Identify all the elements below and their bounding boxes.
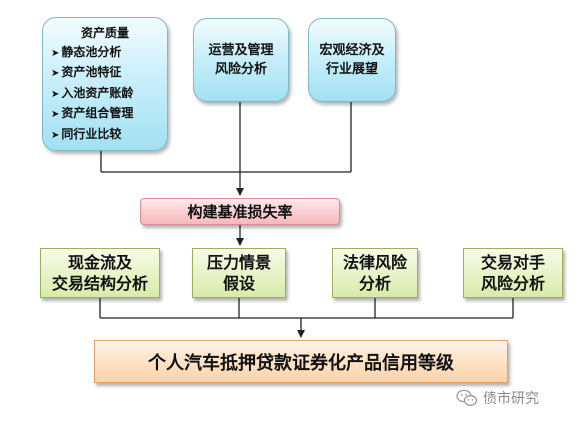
wechat-icon <box>456 389 478 406</box>
stress-line2: 假设 <box>222 274 255 293</box>
arrow-right-icon: ➤ <box>51 47 60 59</box>
asset-quality-box: 资产质量 ➤静态池分析 ➤资产池特征 ➤入池资产账龄 ➤资产组合管理 ➤同行业比… <box>42 17 168 151</box>
ops-risk-line2: 风险分析 <box>214 62 267 77</box>
counterparty-line1: 交易对手 <box>480 253 545 272</box>
cashflow-box: 现金流及 交易结构分析 <box>40 248 160 298</box>
watermark-text: 债市研究 <box>483 391 539 407</box>
stress-box: 压力情景 假设 <box>192 248 286 298</box>
asset-quality-title: 资产质量 <box>80 26 129 40</box>
macro-box: 宏观经济及 行业展望 <box>308 18 396 102</box>
list-item: ➤资产池特征 <box>51 65 122 79</box>
list-item: ➤同行业比较 <box>51 126 122 141</box>
legal-box: 法律风险 分析 <box>332 248 418 298</box>
credit-rating-label: 个人汽车抵押贷款证券化产品信用等级 <box>148 352 454 374</box>
arrow-right-icon: ➤ <box>51 109 60 120</box>
legal-line2: 分析 <box>358 274 391 293</box>
arrow-right-icon: ➤ <box>51 68 60 79</box>
arrow-right-icon: ➤ <box>51 88 60 100</box>
ops-risk-line1: 运营及管理 <box>208 43 274 58</box>
legal-line1: 法律风险 <box>342 253 407 272</box>
ops-risk-box: 运营及管理 风险分析 <box>193 18 289 102</box>
cashflow-line2: 交易结构分析 <box>51 274 148 293</box>
list-item: ➤入池资产账龄 <box>51 85 134 100</box>
watermark: 债市研究 <box>456 388 539 408</box>
baseline-loss-box: 构建基准损失率 <box>140 198 340 225</box>
baseline-loss-label: 构建基准损失率 <box>187 203 293 221</box>
counterparty-line2: 风险分析 <box>480 274 545 293</box>
list-item: ➤资产组合管理 <box>51 106 134 120</box>
cashflow-line1: 现金流及 <box>67 253 132 272</box>
credit-rating-box: 个人汽车抵押贷款证券化产品信用等级 <box>94 340 508 383</box>
counterparty-box: 交易对手 风险分析 <box>463 248 563 298</box>
stress-line1: 压力情景 <box>206 253 271 272</box>
list-item: ➤静态池分析 <box>51 44 122 59</box>
arrow-right-icon: ➤ <box>51 129 60 141</box>
macro-line1: 宏观经济及 <box>319 43 385 58</box>
macro-line2: 行业展望 <box>325 62 378 77</box>
